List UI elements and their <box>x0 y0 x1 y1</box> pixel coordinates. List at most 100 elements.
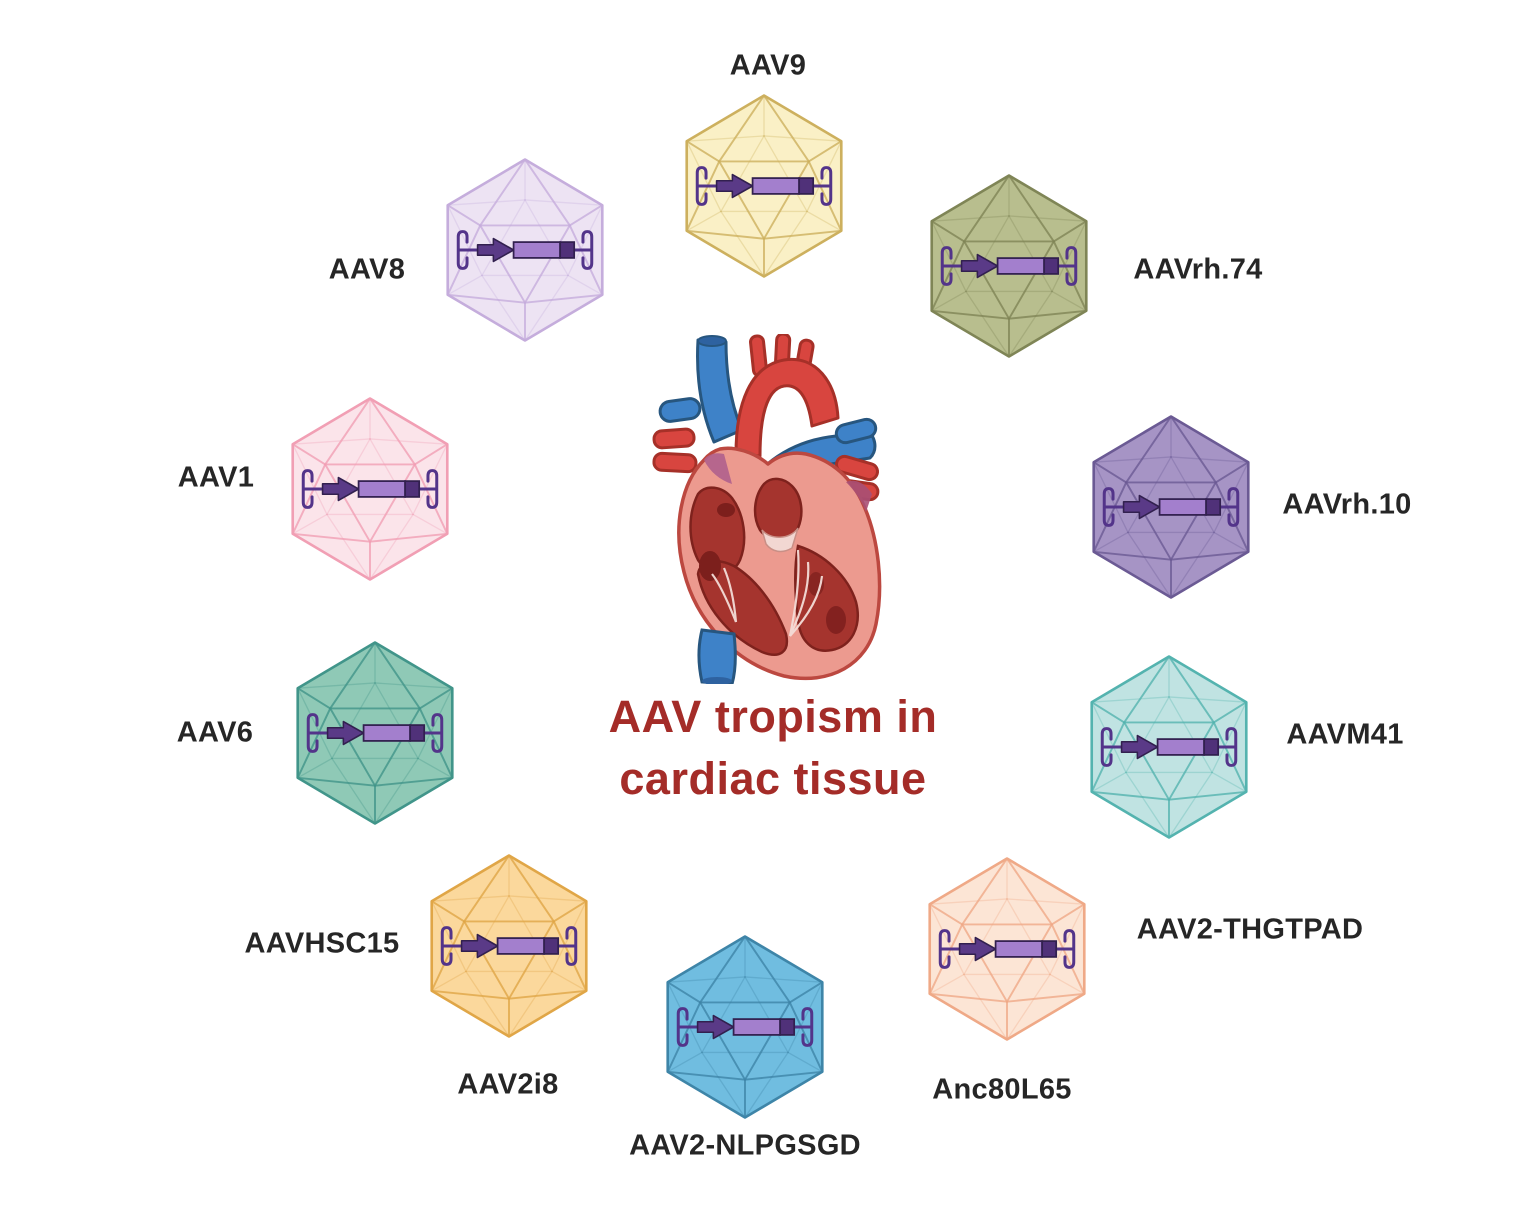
genome-cassette-icon <box>301 469 439 509</box>
polya-box-icon <box>409 724 426 742</box>
polya-box-icon <box>798 177 815 195</box>
label-aavm41: AAVM41 <box>1286 718 1404 751</box>
itr-right-icon <box>417 469 439 509</box>
genome-cassette-icon <box>940 246 1078 286</box>
chordae-tendineae <box>711 549 824 637</box>
label-aav1: AAV1 <box>177 461 255 494</box>
aorta <box>734 357 840 458</box>
capsid-icon-aavhsc15 <box>430 854 588 1038</box>
promoter-arrow-icon <box>1120 734 1159 760</box>
itr-right-icon <box>811 166 833 206</box>
polya-box-icon <box>1043 257 1060 275</box>
capsid-aavrh-74 <box>921 165 1097 367</box>
genome-cassette-icon <box>1100 727 1238 767</box>
itr-right-icon <box>572 230 594 270</box>
label-aav8: AAV8 <box>328 253 406 286</box>
label-aav2-nlpgsgd: AAV2-NLPGSGD <box>629 1129 861 1162</box>
promoter-arrow-icon <box>960 253 999 279</box>
label-aav6: AAV6 <box>176 716 254 749</box>
itr-right-icon <box>792 1007 814 1047</box>
promoter-arrow-icon <box>321 476 360 502</box>
polya-box-icon <box>404 480 421 498</box>
capsid-icon-aav2-thgtpad <box>928 857 1086 1041</box>
itr-left-icon <box>940 246 964 286</box>
transgene-box-icon <box>512 241 562 259</box>
transgene-box-icon <box>732 1018 782 1036</box>
itr-left-icon <box>456 230 480 270</box>
polya-box-icon <box>1205 498 1222 516</box>
itr-left-icon <box>676 1007 700 1047</box>
transgene-box-icon <box>994 940 1044 958</box>
capsid-icon-aav1 <box>291 397 449 581</box>
itr-left-icon <box>301 469 325 509</box>
capsid-aav2-nlpgsgd <box>657 926 833 1128</box>
genome-cassette-icon <box>306 713 444 753</box>
transgene-box-icon <box>496 937 546 955</box>
label-aavrh-10: AAVrh.10 <box>1282 488 1412 521</box>
capsid-aav9 <box>676 85 852 287</box>
polya-box-icon <box>559 241 576 259</box>
transgene-box-icon <box>996 257 1046 275</box>
polya-box-icon <box>1203 738 1220 756</box>
transgene-box-icon <box>1156 738 1206 756</box>
polya-box-icon <box>779 1018 796 1036</box>
capsid-icon-aavm41 <box>1090 655 1248 839</box>
transgene-box-icon <box>1158 498 1208 516</box>
transgene-box-icon <box>751 177 801 195</box>
label-aav2-thgtpad: AAV2-THGTPAD <box>1136 913 1364 946</box>
itr-right-icon <box>1054 929 1076 969</box>
label-anc80l65: Anc80L65 <box>932 1073 1072 1106</box>
capsid-icon-aavrh-74 <box>930 174 1088 358</box>
heart-cross-section-icon <box>652 332 882 686</box>
capsid-aavhsc15 <box>421 845 597 1047</box>
itr-left-icon <box>938 929 962 969</box>
itr-right-icon <box>422 713 444 753</box>
promoter-arrow-icon <box>476 237 515 263</box>
ivc-vessel <box>697 628 737 686</box>
promoter-arrow-icon <box>696 1014 735 1040</box>
label-aav9: AAV9 <box>729 49 807 82</box>
polya-box-icon <box>1041 940 1058 958</box>
itr-left-icon <box>1102 487 1126 527</box>
title-line-1: AAV tropism in <box>608 691 938 742</box>
itr-left-icon <box>440 926 464 966</box>
mitral-valve <box>761 527 799 553</box>
transgene-box-icon <box>357 480 407 498</box>
genome-cassette-icon <box>695 166 833 206</box>
capsid-icon-aav9 <box>685 94 843 278</box>
itr-left-icon <box>695 166 719 206</box>
capsid-icon-aav6 <box>296 641 454 825</box>
itr-right-icon <box>556 926 578 966</box>
capsid-aav1 <box>282 388 458 590</box>
promoter-arrow-icon <box>715 173 754 199</box>
capsid-aav2-thgtpad <box>919 848 1095 1050</box>
genome-cassette-icon <box>456 230 594 270</box>
capsid-aavm41 <box>1081 646 1257 848</box>
capsid-aavrh-10 <box>1083 406 1259 608</box>
genome-cassette-icon <box>676 1007 814 1047</box>
capsid-aav6 <box>287 632 463 834</box>
itr-left-icon <box>306 713 330 753</box>
itr-right-icon <box>1216 727 1238 767</box>
diagram-title: AAV tropism in cardiac tissue <box>523 686 1023 810</box>
label-aav2i8: AAV2i8 <box>457 1068 559 1101</box>
transgene-box-icon <box>362 724 412 742</box>
label-aavrh-74: AAVrh.74 <box>1133 253 1263 286</box>
polya-box-icon <box>543 937 560 955</box>
label-aavhsc15: AAVHSC15 <box>244 927 400 960</box>
capsid-icon-aav8 <box>446 158 604 342</box>
promoter-arrow-icon <box>1122 494 1161 520</box>
itr-right-icon <box>1056 246 1078 286</box>
capsid-aav8 <box>437 149 613 351</box>
promoter-arrow-icon <box>958 936 997 962</box>
promoter-arrow-icon <box>326 720 365 746</box>
right-ventricle <box>696 560 789 656</box>
genome-cassette-icon <box>938 929 1076 969</box>
svc-vessel <box>696 338 744 444</box>
genome-cassette-icon <box>1102 487 1240 527</box>
genome-cassette-icon <box>440 926 578 966</box>
itr-left-icon <box>1100 727 1124 767</box>
title-line-2: cardiac tissue <box>619 753 927 805</box>
heart-illustration <box>640 332 890 686</box>
